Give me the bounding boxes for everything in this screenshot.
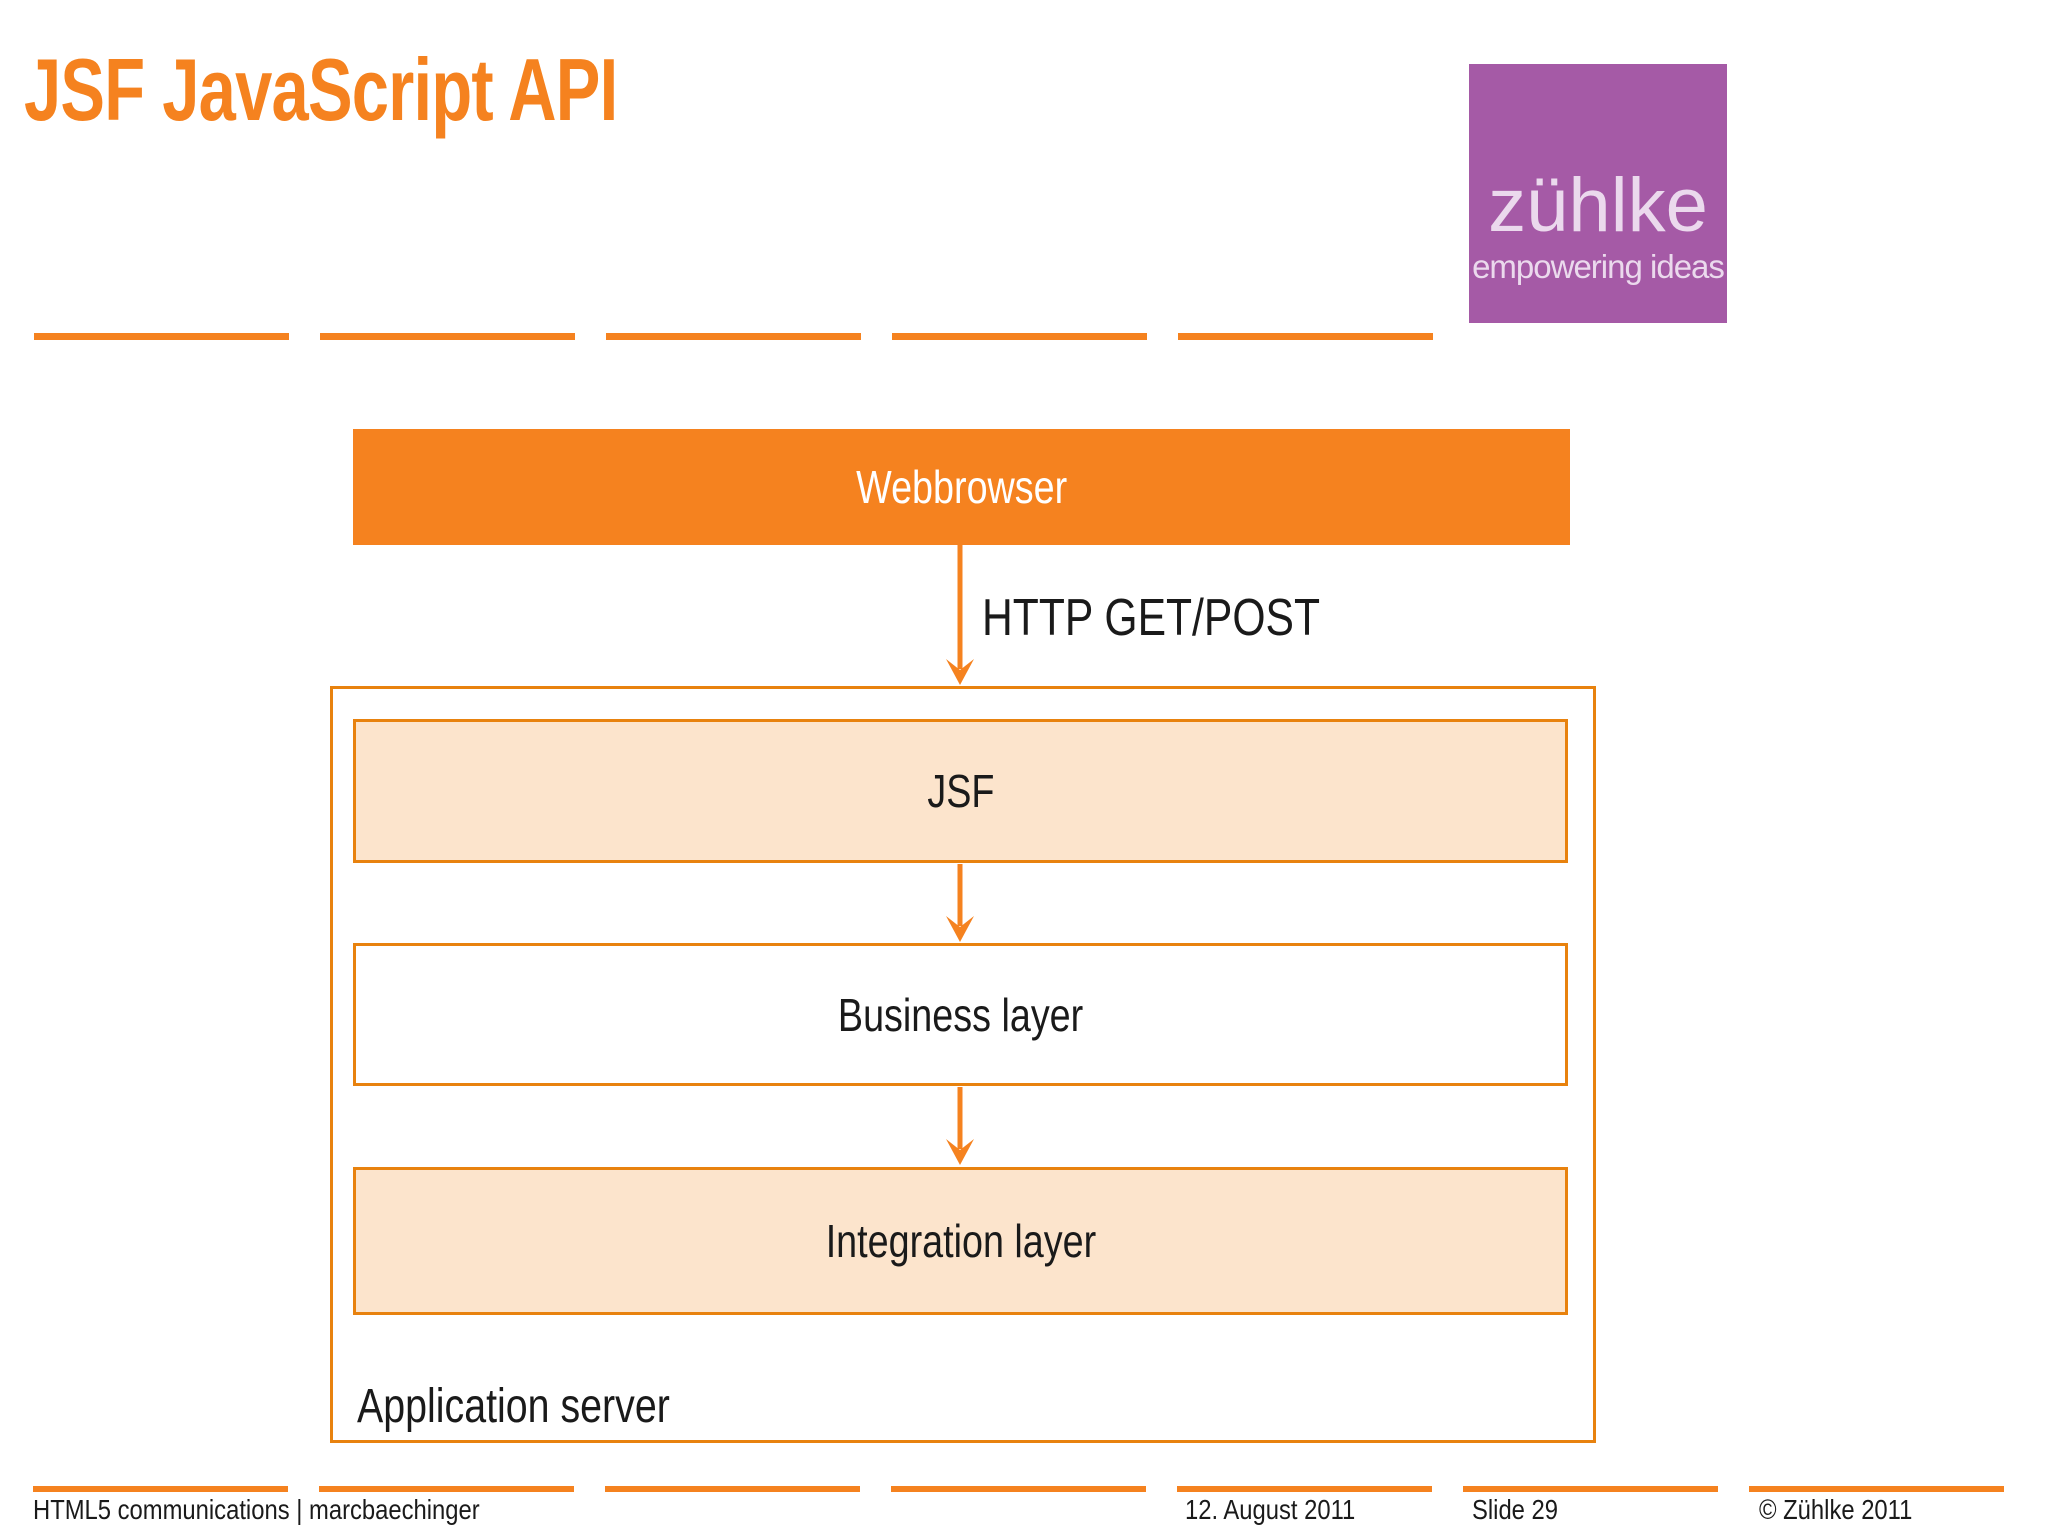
arrow-down-icon xyxy=(946,1087,974,1165)
node-jsf-label: JSF xyxy=(926,765,995,817)
footer-slide-number: Slide 29 xyxy=(1472,1494,1559,1525)
application-server-label: Application server xyxy=(357,1380,670,1433)
logo-wordmark: zühlke xyxy=(1488,163,1708,248)
node-integration-layer-label: Integration layer xyxy=(825,1215,1096,1267)
zuehlke-logo: zühlke empowering ideas xyxy=(1469,64,1727,323)
footer-presentation-author: HTML5 communications | marcbaechinger xyxy=(33,1494,480,1525)
footer-copyright: © Zühlke 2011 xyxy=(1759,1494,1913,1525)
logo-tagline: empowering ideas xyxy=(1472,248,1725,285)
node-integration-layer: Integration layer xyxy=(353,1167,1568,1315)
footer-date: 12. August 2011 xyxy=(1185,1494,1356,1525)
node-business-layer: Business layer xyxy=(353,943,1568,1086)
arrow-down-icon xyxy=(946,864,974,942)
node-jsf: JSF xyxy=(353,719,1568,863)
node-business-layer-label: Business layer xyxy=(837,988,1084,1041)
node-webbrowser-label: Webbrowser xyxy=(855,461,1068,513)
header-dashed-divider xyxy=(34,333,1433,340)
application-server-box: Application server xyxy=(330,686,1596,1443)
arrow-down-icon xyxy=(946,545,974,685)
footer-dashed-divider xyxy=(33,1486,2004,1492)
slide-title: JSF JavaScript API xyxy=(24,40,618,139)
node-webbrowser: Webbrowser xyxy=(353,429,1570,545)
http-get-post-label: HTTP GET/POST xyxy=(982,589,1321,647)
